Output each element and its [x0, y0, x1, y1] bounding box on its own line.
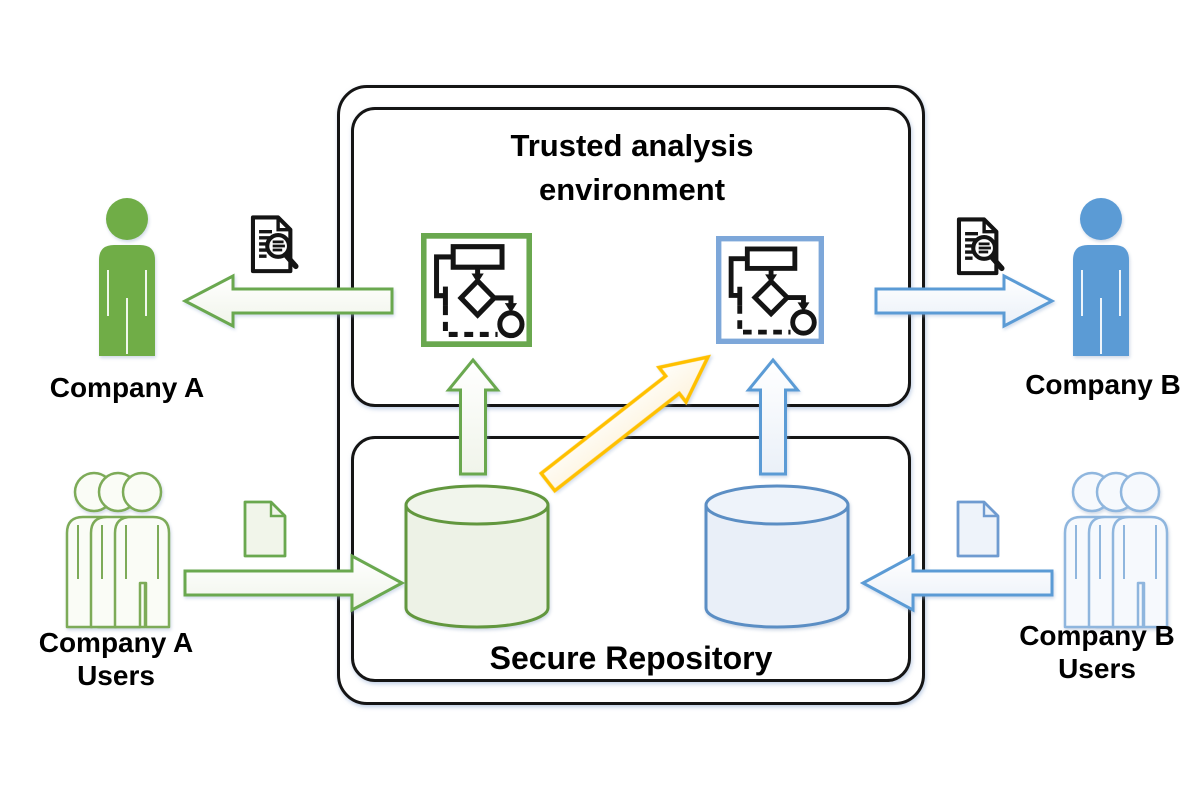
company-b-users-group-icon [1063, 471, 1169, 629]
report-magnifier-a-icon [238, 214, 306, 282]
company-a-users-group-icon [65, 471, 171, 629]
company-a-users-label: Company A Users [16, 626, 216, 692]
company-b-users-line1: Company B [1019, 620, 1175, 651]
company-b-users-line2: Users [1058, 653, 1136, 684]
company-a-person-icon [98, 198, 156, 356]
company-b-users-label: Company B Users [997, 619, 1197, 685]
company-b-label: Company B [1025, 369, 1181, 400]
company-a-label: Company A [49, 372, 205, 403]
analysis-process-b-icon [716, 236, 824, 344]
secure-repository-title: Secure Repository [489, 640, 773, 676]
database-b-icon [704, 484, 850, 629]
database-a-icon [404, 484, 550, 629]
report-magnifier-b-icon [944, 216, 1012, 284]
document-b-icon [956, 500, 1000, 558]
company-b-person-icon [1072, 198, 1130, 356]
trusted-environment-title: Trusted analysis environment [510, 128, 754, 207]
document-a-icon [243, 500, 287, 558]
analysis-process-a-icon [421, 233, 532, 347]
company-a-users-line2: Users [77, 660, 155, 691]
company-a-users-line1: Company A [38, 627, 194, 658]
